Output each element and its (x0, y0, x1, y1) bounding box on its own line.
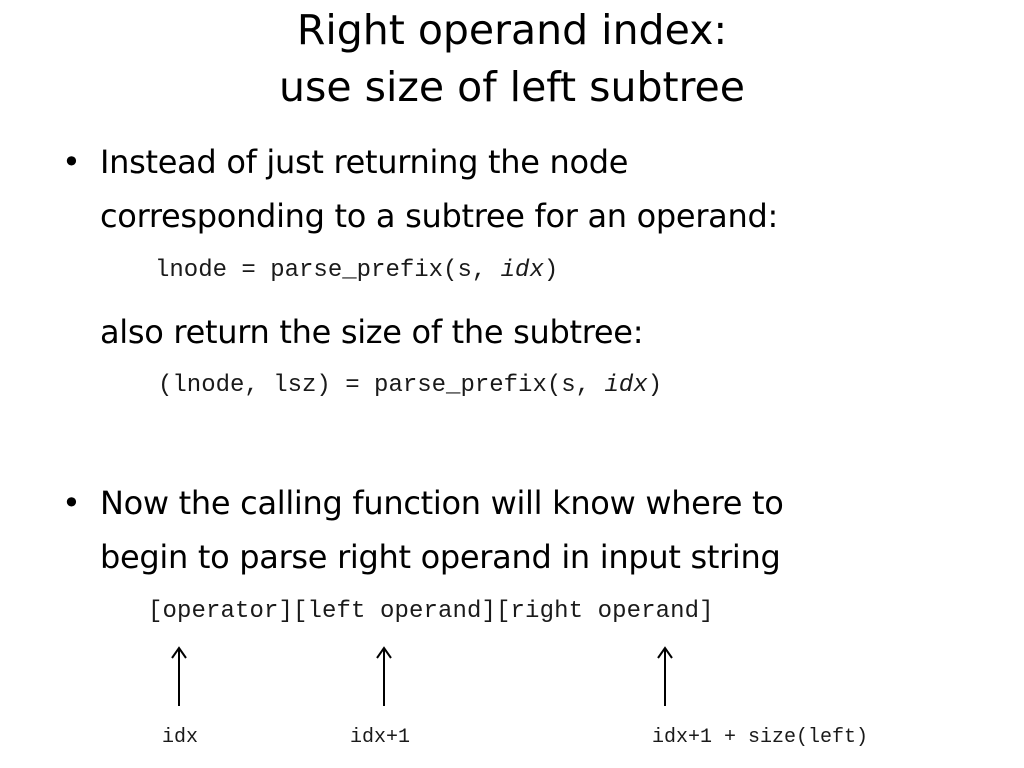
code-suffix: ) (647, 372, 663, 399)
bullet-marker: • (62, 143, 81, 181)
title-line-2: use size of left subtree (279, 63, 745, 111)
input-string-layout: [operator][left operand][right operand] (148, 598, 714, 625)
label-right-operand-index: idx+1 + size(left) (652, 726, 869, 749)
code-arg-idx: idx (604, 372, 648, 399)
code-line-lnode-lsz: (lnode, lsz) = parse_prefix(s, idx) (158, 371, 662, 401)
label-idx-plus-1: idx+1 (350, 726, 411, 749)
bullet-2-line-2: begin to parse right operand in input st… (100, 538, 781, 576)
continuation-text: also return the size of the subtree: (100, 313, 644, 351)
code-prefix: lnode = parse_prefix(s, (155, 257, 501, 284)
up-arrow-icon (171, 646, 187, 706)
up-arrow-icon (376, 646, 392, 706)
title-line-1: Right operand index: (296, 6, 728, 54)
bullet-1-line-2: corresponding to a subtree for an operan… (100, 197, 778, 235)
code-suffix: ) (543, 257, 559, 284)
up-arrow-icon (657, 646, 673, 706)
label-idx: idx (162, 726, 199, 749)
bullet-marker: • (62, 484, 81, 522)
code-arg-idx: idx (500, 257, 544, 284)
bullet-1-line-1: Instead of just returning the node (100, 143, 629, 181)
code-line-lnode: lnode = parse_prefix(s, idx) (155, 256, 558, 286)
slide-title: Right operand index: use size of left su… (0, 2, 1024, 116)
bullet-2-line-1: Now the calling function will know where… (100, 484, 784, 522)
code-prefix: (lnode, lsz) = parse_prefix(s, (158, 372, 605, 399)
